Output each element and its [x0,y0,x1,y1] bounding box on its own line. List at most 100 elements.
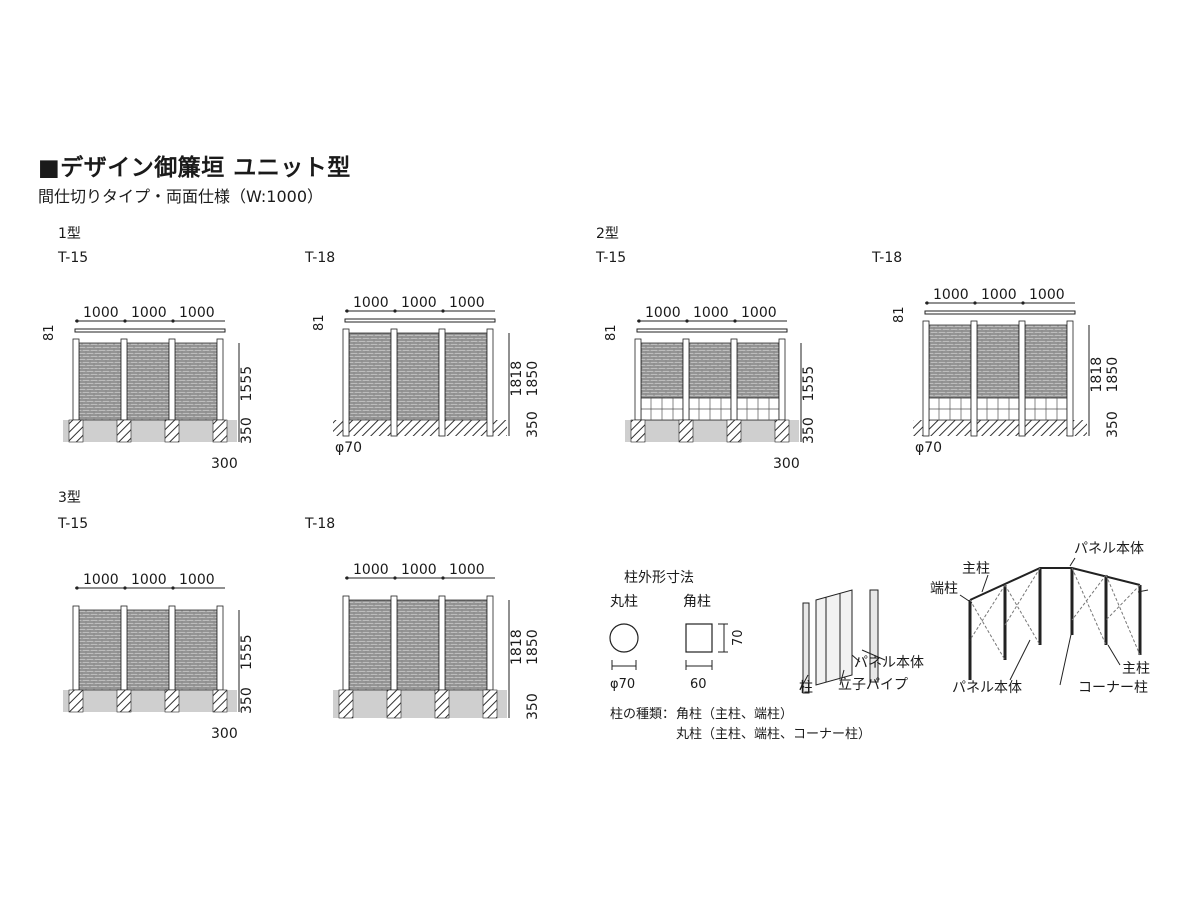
type3-t15-panel-3 [174,609,218,691]
type2-t15-post-4 [778,338,786,421]
type3-t18-width-3: 1000 [449,562,485,578]
type2-t15-grid-lines-1 [641,398,683,420]
type1-heading: 1型 [58,226,81,242]
type3-t18-tick-3 [441,576,445,580]
part-end-post: 端柱 [930,581,958,597]
type3-t18-label: T-18 [305,516,336,532]
type3-t15-tick-1 [75,586,79,590]
type1-t18-tick-3 [441,309,445,313]
type2-t18-width-3: 1000 [1029,287,1065,303]
end-post-piece [869,589,879,683]
type1-t15-post-2 [120,338,128,421]
type3-t18-width-1: 1000 [353,562,389,578]
type3-t15-footing-2 [116,689,132,713]
type1-t18-post-2 [390,328,398,437]
type1-t18-post-4 [486,328,494,437]
post-section-title: 柱外形寸法 [624,570,694,586]
type2-heading: 2型 [596,226,619,242]
part-post: 柱 [799,680,813,696]
type1-t15-label: T-15 [58,250,89,266]
type3-t15-width-3: 1000 [179,572,215,588]
type3-t18-footing-2 [386,689,402,719]
type1-t18-tick-1 [345,309,349,313]
type1-t18-width-2: 1000 [401,295,437,311]
exploded-panel-diagram [799,589,886,694]
part-pipe: 立子パイプ [838,677,908,693]
type2-t15-thin-dim: 81 [604,324,619,341]
type1-t15-d300: 300 [211,456,238,472]
type3-t15-post-2 [120,605,128,691]
type1-t15-post-3 [168,338,176,421]
type2-t18-width-1: 1000 [933,287,969,303]
type3-t18-tick-2 [393,576,397,580]
post-types-line1: 角柱（主柱、端柱） [676,707,793,722]
type1-t15-ground [63,420,237,442]
type1-t18-width-3: 1000 [449,295,485,311]
type2-t18-thin-dim: 81 [892,306,907,323]
type2-t15-post-3 [730,338,738,421]
type1-t18-d350: 350 [525,411,541,438]
page-title: ■デザイン御簾垣 ユニット型 [38,155,351,181]
type3-t18-post-1 [342,595,350,691]
type2-t15-width-3: 1000 [741,305,777,321]
type3-t18-panel-1 [348,599,392,691]
type1-t15-panel-2 [126,342,170,421]
type3-t18-width-2: 1000 [401,562,437,578]
type3-t15-post-1 [72,605,80,691]
round-post-dim-line [611,660,637,670]
post-types-head: 柱の種類： [610,706,675,722]
type2-t15-tick-3 [733,319,737,323]
type2-t18-d350: 350 [1105,411,1121,438]
part-panel-body: パネル本体 [854,655,924,671]
type1-t15-footing-1 [68,419,84,443]
page-subtitle: 間仕切りタイプ・両面仕様（W:1000） [38,187,323,206]
type2-t18-width-2: 1000 [981,287,1017,303]
round-post-shape [609,623,639,653]
type2-t18-post-3 [1018,320,1026,437]
type3-t15-footing-4 [212,689,228,713]
type1-t18-post-1 [342,328,350,437]
type2-t15-tick-1 [637,319,641,323]
post-piece [802,602,810,694]
type3-t18-tick-1 [345,576,349,580]
square-post-shape [685,623,713,653]
type2-t18-tick-2 [973,301,977,305]
type1-t18-label: T-18 [305,250,336,266]
type2-t15-d350: 350 [801,417,817,444]
type1-t15-d350: 350 [239,417,255,444]
posts [968,568,1142,680]
type2-t18-post-2 [970,320,978,437]
type3-t18-post-4 [486,595,494,691]
type1-t18-panel-1 [348,332,392,421]
type2-t15-d300: 300 [773,456,800,472]
type2-t15-plan-rail [636,328,788,333]
type2-t18-post-1 [922,320,930,437]
type3-t15-h1555: 1555 [239,634,255,670]
type3-t15-footing-3 [164,689,180,713]
type1-t18-post-3 [438,328,446,437]
type2-t15-width-1: 1000 [645,305,681,321]
type1-t15-h1555: 1555 [239,366,255,402]
type1-t18-h1850: 1850 [525,361,541,397]
post-dimensions-section: 柱外形寸法 丸柱 角柱 φ70 60 70 [609,570,746,692]
round-post-dim: φ70 [610,677,635,692]
type3-t18-footing-1 [338,689,354,719]
type2-t15-h1555: 1555 [801,366,817,402]
type1-t18-h1818: 1818 [509,361,525,397]
type1-t15-width-1: 1000 [83,305,119,321]
square-post-dim-h: 70 [731,629,746,646]
type3-t15-tick-3 [171,586,175,590]
type2-t18-ground [913,420,1087,436]
type1-t18-width-1: 1000 [353,295,389,311]
type1-t18-panel-2 [396,332,440,421]
type3-t15-footing-1 [68,689,84,713]
type1-t18-thin-dim: 81 [312,314,327,331]
square-post-dim-w-line [685,660,713,670]
type3-t15-post-4 [216,605,224,691]
type2-t15-grid-lines-2 [689,398,731,420]
